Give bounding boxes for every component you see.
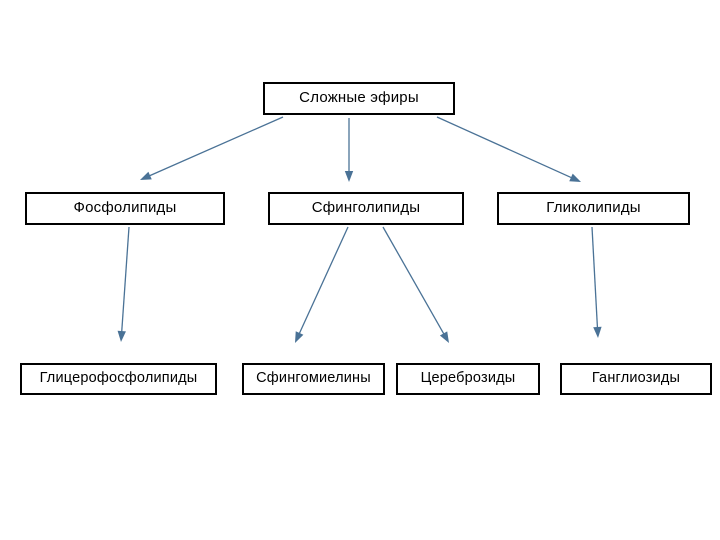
node-box-gangliosides[interactable]: Ганглиозиды	[560, 363, 712, 395]
arrow-line	[147, 116, 284, 178]
node-box-sphingolipids[interactable]: Сфинголипиды	[268, 192, 464, 225]
node-label-cerebrosides: Цереброзиды	[420, 370, 516, 387]
arrow-head-icon	[344, 171, 354, 182]
arrow-head-icon	[439, 331, 449, 343]
arrow-root-to-phospholipids	[140, 116, 284, 180]
arrow-root-to-glycolipids	[436, 116, 581, 182]
arrow-line	[297, 226, 349, 336]
node-box-glycerophospholipids[interactable]: Глицерофосфолипиды	[20, 363, 217, 395]
node-label-sphingomyelins: Сфингомиелины	[256, 370, 371, 387]
node-label-root: Сложные эфиры	[299, 89, 419, 107]
arrow-head-icon	[140, 171, 152, 180]
node-box-sphingomyelins[interactable]: Сфингомиелины	[242, 363, 385, 395]
arrow-phospholipids-to-glycerophospholipids	[117, 226, 130, 342]
arrow-line	[591, 226, 599, 331]
arrow-line	[382, 226, 446, 337]
node-box-cerebrosides[interactable]: Цереброзиды	[396, 363, 540, 395]
node-label-sphingolipids: Сфинголипиды	[311, 199, 421, 217]
node-label-glycerophospholipids: Глицерофосфолипиды	[39, 370, 198, 387]
arrow-sphingolipids-to-sphingomyelins	[295, 226, 349, 343]
arrow-head-icon	[593, 326, 602, 338]
arrow-root-to-sphingolipids	[344, 118, 354, 182]
node-label-phospholipids: Фосфолипиды	[73, 199, 177, 217]
node-box-phospholipids[interactable]: Фосфолипиды	[25, 192, 225, 225]
node-box-glycolipids[interactable]: Гликолипиды	[497, 192, 690, 225]
node-label-gangliosides: Ганглиозиды	[591, 370, 681, 387]
arrow-head-icon	[569, 173, 581, 182]
arrow-line	[436, 116, 574, 180]
arrow-glycolipids-to-gangliosides	[591, 226, 602, 338]
arrow-head-icon	[295, 331, 304, 343]
node-box-root[interactable]: Сложные эфиры	[263, 82, 455, 115]
arrow-line	[120, 226, 130, 335]
arrow-head-icon	[117, 330, 126, 342]
node-label-glycolipids: Гликолипиды	[546, 199, 641, 217]
arrow-sphingolipids-to-cerebrosides	[382, 226, 449, 343]
